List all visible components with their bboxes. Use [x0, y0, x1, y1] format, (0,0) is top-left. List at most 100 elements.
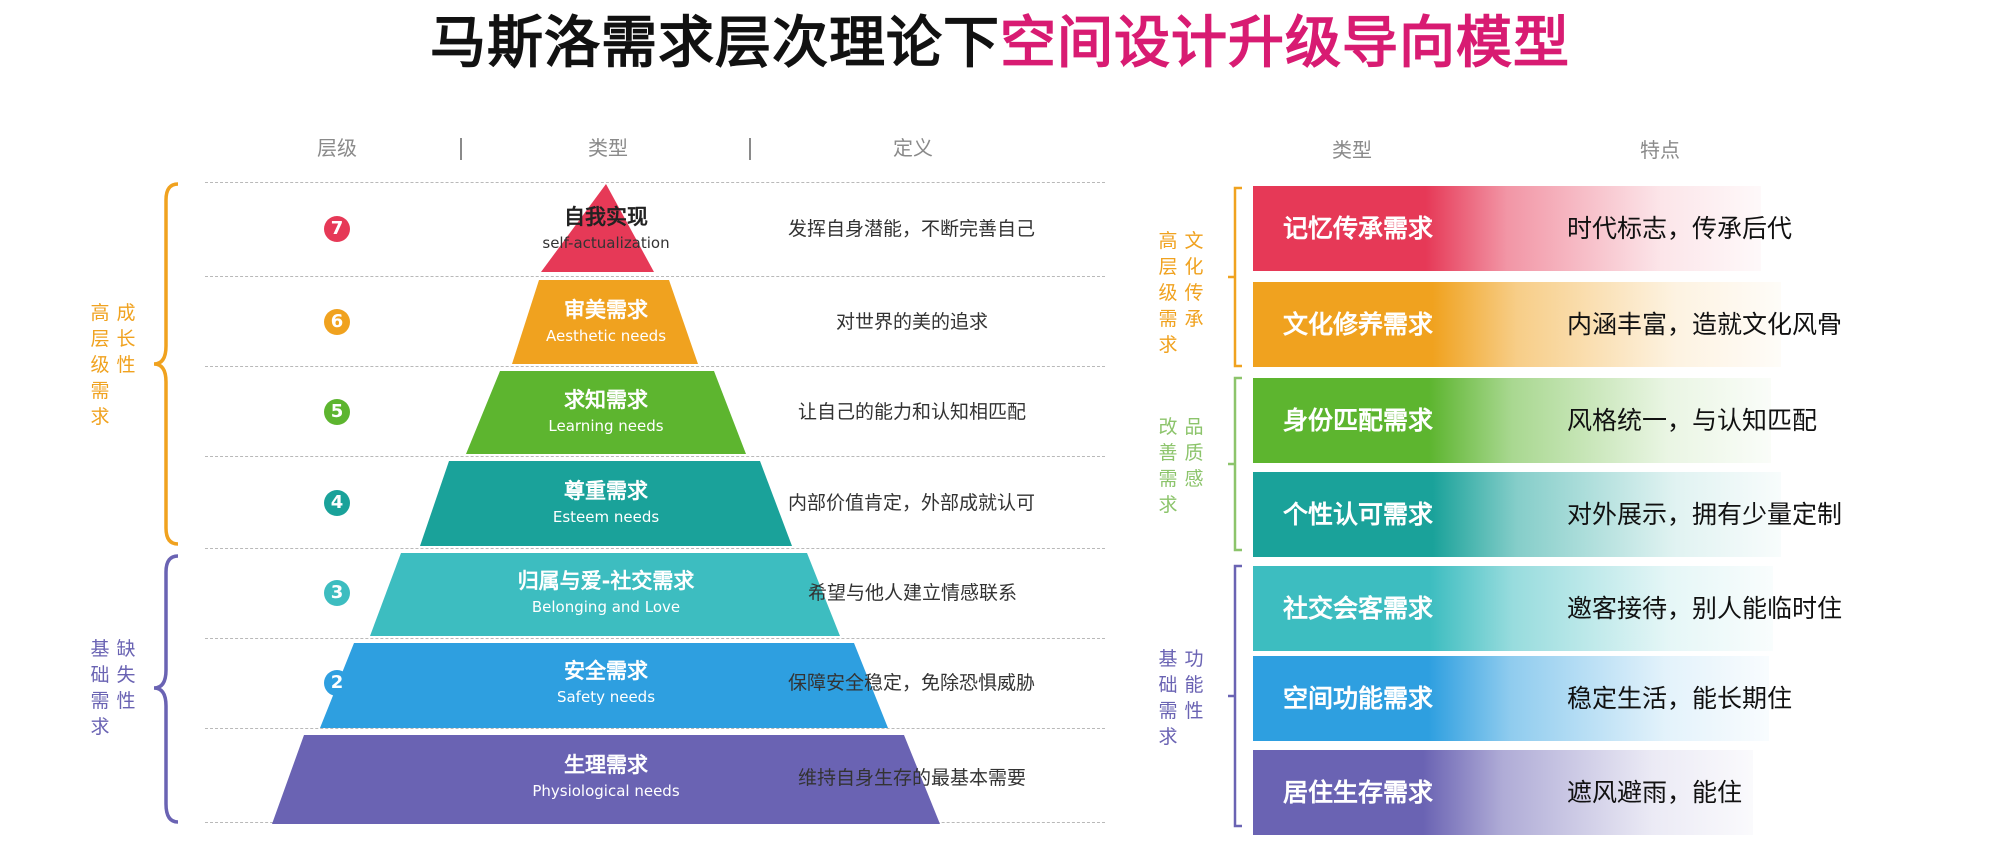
level-3-definition: 希望与他人建立情感联系 [808, 582, 1018, 604]
label-char: 缺 [116, 638, 136, 660]
level-5-name: 求知需求 [564, 388, 648, 412]
level-1-definition: 维持自身生存的最基本需要 [798, 767, 1027, 789]
row-divider [205, 182, 1105, 183]
label-char: 改 [1158, 416, 1178, 438]
label-char: 基 [1158, 648, 1178, 670]
right-group-label-culture-col1: 高层级需求 [1158, 228, 1178, 358]
level-2-definition: 保障安全稳定，免除恐惧威胁 [788, 672, 1036, 694]
right-bracket-function [1228, 564, 1242, 828]
header-divider [460, 138, 462, 160]
space-need-feature-6: 稳定生活，能长期住 [1567, 683, 1793, 713]
space-need-feature-5: 邀客接待，别人能临时住 [1567, 593, 1843, 623]
pyramid-level-1 [272, 735, 940, 824]
right-group-label-culture: 高层级需求 文化传承 [1158, 228, 1204, 358]
level-2-english: Safety needs [556, 688, 656, 706]
row-divider [205, 456, 1105, 457]
label-char: 长 [116, 328, 136, 350]
label-char: 感 [1184, 468, 1204, 490]
group-label-basic: 基础需求 缺失性 [90, 636, 136, 740]
row-divider [205, 728, 1105, 729]
level-5-label: 求知需求 Learning needs [456, 386, 756, 436]
right-header-type: 类型 [1332, 138, 1372, 162]
group-brace-high [153, 182, 179, 546]
header-divider [749, 138, 751, 160]
label-char: 需 [1158, 700, 1178, 722]
right-group-label-quality-col2: 品质感 [1184, 414, 1204, 518]
row-divider [205, 638, 1105, 639]
label-char: 层 [90, 328, 110, 350]
right-group-label-quality: 改善需求 品质感 [1158, 414, 1204, 518]
label-char: 性 [1184, 700, 1204, 722]
label-char: 层 [1158, 256, 1178, 278]
label-char: 承 [1184, 308, 1204, 330]
space-need-bar-3: 身份匹配需求 风格统一，与认知匹配 [1253, 378, 1817, 463]
label-char: 级 [90, 354, 110, 376]
level-badge-4: 4 [324, 490, 350, 516]
group-label-high-col1: 高层级需求 [90, 300, 110, 430]
level-1-english: Physiological needs [532, 782, 680, 800]
space-need-bar-7: 居住生存需求 遮风避雨，能住 [1253, 750, 1753, 835]
label-char: 求 [1158, 726, 1178, 748]
level-badge-6: 6 [324, 309, 350, 335]
header-level: 层级 [317, 136, 357, 160]
level-3-name: 归属与爱-社交需求 [517, 569, 695, 593]
label-char: 文 [1184, 230, 1204, 252]
header-type: 类型 [588, 136, 628, 160]
right-bracket-culture [1228, 186, 1242, 368]
label-char: 需 [90, 690, 110, 712]
level-6-english: Aesthetic needs [545, 327, 667, 345]
label-char: 级 [1158, 282, 1178, 304]
label-char: 求 [1158, 494, 1178, 516]
group-label-basic-col1: 基础需求 [90, 636, 110, 740]
group-label-basic-col2: 缺失性 [116, 636, 136, 740]
right-header-feature: 特点 [1640, 138, 1680, 162]
label-char: 高 [1158, 230, 1178, 252]
pyramid-level-4 [420, 461, 792, 546]
space-need-feature-1: 时代标志，传承后代 [1567, 213, 1793, 243]
space-need-feature-2: 内涵丰富，造就文化风骨 [1567, 309, 1843, 339]
space-need-name-1: 记忆传承需求 [1283, 213, 1434, 243]
level-6-name: 审美需求 [564, 298, 648, 322]
group-label-high: 高层级需求 成长性 [90, 300, 136, 430]
level-7-label: 自我实现 self-actualization [456, 203, 756, 253]
space-need-name-6: 空间功能需求 [1283, 683, 1434, 713]
space-need-name-2: 文化修养需求 [1283, 309, 1434, 339]
label-char: 需 [1158, 308, 1178, 330]
level-6-definition: 对世界的美的追求 [836, 311, 989, 333]
space-need-feature-4: 对外展示，拥有少量定制 [1567, 499, 1843, 529]
label-char: 失 [116, 664, 136, 686]
row-divider [205, 366, 1105, 367]
level-4-english: Esteem needs [552, 508, 660, 526]
level-badge-7: 7 [324, 216, 350, 242]
level-2-name: 安全需求 [564, 659, 648, 683]
label-char: 求 [1158, 334, 1178, 356]
label-char: 性 [116, 354, 136, 376]
row-divider [205, 276, 1105, 277]
level-4-label: 尊重需求 Esteem needs [456, 477, 756, 527]
level-5-english: Learning needs [548, 417, 664, 435]
level-7-english: self-actualization [542, 234, 670, 252]
label-char: 础 [1158, 674, 1178, 696]
label-char: 求 [90, 406, 110, 428]
level-4-name: 尊重需求 [564, 479, 648, 503]
pyramid-level-3 [370, 553, 840, 636]
space-need-bar-6: 空间功能需求 稳定生活，能长期住 [1253, 656, 1792, 741]
level-1-label: 生理需求 Physiological needs [456, 751, 756, 801]
right-bracket-quality [1228, 376, 1242, 552]
level-2-label: 安全需求 Safety needs [456, 657, 756, 707]
label-char: 化 [1184, 256, 1204, 278]
space-need-name-3: 身份匹配需求 [1283, 405, 1434, 435]
level-badge-5: 5 [324, 399, 350, 425]
level-3-english: Belonging and Love [531, 598, 681, 616]
right-group-label-function: 基础需求 功能性 [1158, 646, 1204, 750]
label-char: 基 [90, 638, 110, 660]
space-need-name-7: 居住生存需求 [1283, 777, 1434, 807]
title-part-1: 马斯洛需求层次理论下 [430, 10, 1000, 76]
label-char: 质 [1184, 442, 1204, 464]
level-badge-3: 3 [324, 580, 350, 606]
label-char: 性 [116, 690, 136, 712]
space-need-name-5: 社交会客需求 [1283, 593, 1434, 623]
title-part-2: 空间设计升级导向模型 [1000, 10, 1570, 76]
space-need-bar-2: 文化修养需求 内涵丰富，造就文化风骨 [1253, 282, 1842, 367]
level-5-definition: 让自己的能力和认知相匹配 [798, 401, 1027, 423]
